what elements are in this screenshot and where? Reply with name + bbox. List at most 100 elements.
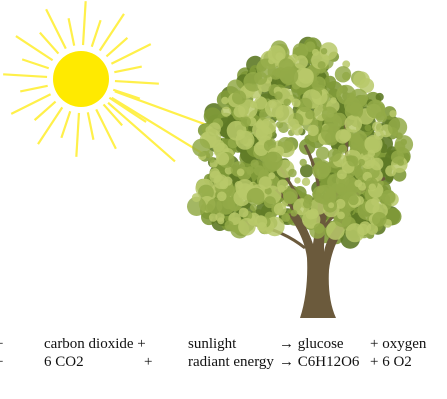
- tree-icon: [187, 37, 413, 318]
- sun-ray: [83, 1, 86, 45]
- sun-ray: [114, 67, 141, 73]
- leaf-cluster: [369, 184, 376, 191]
- leaf-cluster: [335, 129, 350, 144]
- leaf-cluster: [312, 49, 319, 56]
- leaf-cluster: [365, 124, 372, 131]
- leaf-cluster: [294, 177, 300, 183]
- leaf-cluster: [219, 181, 228, 190]
- equation-product-c6h12o6: → C6H12O6: [279, 354, 359, 371]
- sun-ray: [61, 111, 70, 138]
- leaf-cluster: [353, 71, 370, 88]
- leaf-cluster: [287, 119, 299, 131]
- equation-reactant-carbon-dioxide: carbon dioxide +: [44, 336, 146, 353]
- leaf-cluster: [314, 160, 331, 177]
- leaf-cluster: [291, 210, 298, 217]
- leaf-cluster: [318, 61, 326, 69]
- leaf-cluster: [209, 157, 215, 163]
- leaf-cluster: [264, 196, 276, 208]
- leaf-cluster: [268, 172, 275, 179]
- leaf-cluster: [280, 67, 299, 86]
- leaf-cluster: [234, 106, 246, 118]
- equation-product-oxygen: + oxygen: [370, 336, 426, 353]
- sun-ray: [3, 74, 47, 77]
- leaf-cluster: [315, 196, 321, 202]
- leaf-cluster: [246, 166, 254, 174]
- equation-plus-1: +: [0, 336, 3, 353]
- leaf-cluster: [338, 144, 347, 153]
- leaf-cluster: [217, 192, 227, 202]
- equation-reactant-co2: 6 CO2: [44, 354, 84, 371]
- leaf-cluster: [306, 209, 316, 219]
- leaf-cluster: [364, 135, 382, 153]
- leaf-cluster: [303, 199, 312, 208]
- leaf-cluster: [238, 218, 256, 236]
- leaf-cluster: [349, 103, 363, 117]
- leaf-cluster: [237, 130, 244, 137]
- leaf-cluster: [366, 100, 385, 119]
- leaf-cluster: [321, 48, 327, 54]
- equation-plus-1-formula: +: [0, 354, 3, 371]
- leaf-cluster: [192, 139, 210, 157]
- leaf-cluster: [354, 180, 362, 188]
- leaf-cluster: [314, 223, 325, 234]
- leaf-cluster: [254, 72, 267, 85]
- leaf-cluster: [265, 99, 283, 117]
- leaf-cluster: [371, 197, 380, 206]
- leaf-cluster: [241, 117, 251, 127]
- leaf-cluster: [208, 122, 221, 135]
- leaf-cluster: [221, 107, 231, 117]
- sun-ray: [20, 86, 47, 92]
- leaf-cluster: [284, 99, 291, 106]
- leaf-cluster: [358, 159, 365, 166]
- sun-ray: [35, 102, 56, 121]
- leaf-cluster: [381, 190, 395, 204]
- leaf-cluster: [292, 99, 301, 108]
- leaf-cluster: [328, 202, 334, 208]
- leaf-cluster: [316, 147, 329, 160]
- sun-ray: [76, 113, 79, 157]
- leaf-cluster: [389, 110, 396, 117]
- leaf-cluster: [302, 178, 310, 186]
- sun-ray: [106, 38, 127, 57]
- leaf-cluster: [337, 212, 345, 220]
- leaf-cluster: [209, 213, 218, 222]
- equation-product-glucose: → glucose: [279, 336, 344, 353]
- leaf-cluster: [237, 169, 245, 177]
- leaf-cluster: [335, 66, 351, 82]
- sun-ray: [115, 81, 159, 84]
- tree-foliage-front: [187, 40, 413, 242]
- leaf-cluster: [351, 138, 361, 148]
- sun-ray: [88, 112, 94, 139]
- leaf-cluster: [268, 58, 275, 65]
- leaf-cluster: [300, 164, 313, 177]
- leaf-cluster: [307, 125, 318, 136]
- sun-disc: [53, 51, 109, 107]
- leaf-cluster: [192, 193, 201, 202]
- leaf-cluster: [337, 169, 347, 179]
- leaf-cluster: [247, 188, 265, 206]
- leaf-cluster: [283, 191, 296, 204]
- leaf-cluster: [216, 152, 229, 165]
- leaf-cluster: [210, 171, 222, 183]
- leaf-cluster: [336, 183, 345, 192]
- leaf-cluster: [348, 195, 358, 205]
- leaf-cluster: [372, 212, 387, 227]
- leaf-cluster: [288, 169, 297, 178]
- leaf-cluster: [232, 90, 246, 104]
- sun-ray: [69, 18, 75, 45]
- leaf-cluster: [274, 203, 287, 216]
- leaf-cluster: [205, 204, 214, 213]
- leaf-cluster: [357, 224, 369, 236]
- leaf-cluster: [336, 85, 356, 105]
- sun-ray-long: [108, 103, 175, 162]
- sun-ray: [92, 20, 101, 47]
- leaf-cluster: [278, 185, 286, 193]
- leaf-cluster: [300, 159, 307, 166]
- leaf-cluster: [388, 118, 407, 137]
- leaf-cluster: [322, 107, 338, 123]
- leaf-cluster: [347, 156, 358, 167]
- equation-plus-2-formula: +: [144, 354, 152, 371]
- leaf-cluster: [266, 152, 277, 163]
- sun-ray: [22, 59, 49, 68]
- photosynthesis-illustration: [0, 0, 447, 320]
